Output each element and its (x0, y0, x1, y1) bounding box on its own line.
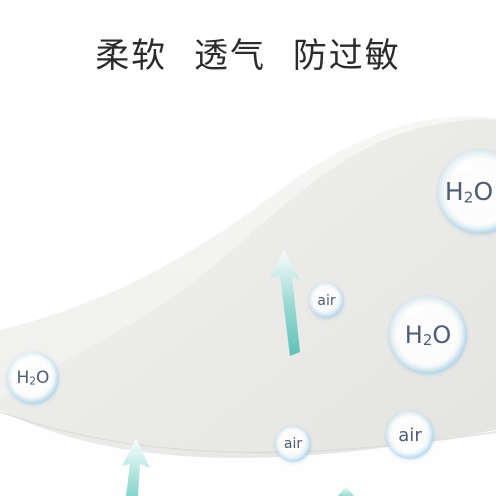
headline-word-anti-allergy: 防过敏 (292, 36, 401, 76)
water-bubble-icon: H2O (7, 352, 59, 404)
air-bubble-label: air (398, 424, 422, 446)
fabric-wave (0, 119, 496, 496)
upward-arrow-icon (122, 438, 150, 496)
water-bubble-icon: H2O (438, 150, 496, 234)
feature-headline: 柔软 透气 防过敏 (0, 28, 496, 77)
air-bubble-label: air (283, 436, 303, 452)
upward-arrow-icon (338, 486, 354, 496)
upward-arrow-icon (270, 250, 300, 356)
lower-swoosh (0, 410, 496, 496)
water-bubble-label: H2O (404, 320, 452, 350)
air-bubble-icon: air (386, 411, 434, 459)
air-bubble-label: air (317, 292, 336, 309)
headline-word-soft: 柔软 (95, 36, 168, 76)
air-bubble-icon: air (275, 426, 311, 462)
water-bubble-label: H2O (16, 368, 50, 388)
water-bubble-label: H2O (444, 177, 494, 207)
headline-word-breathable: 透气 (194, 36, 266, 76)
air-bubble-icon: air (309, 283, 344, 318)
water-bubble-icon: H2O (389, 296, 467, 374)
